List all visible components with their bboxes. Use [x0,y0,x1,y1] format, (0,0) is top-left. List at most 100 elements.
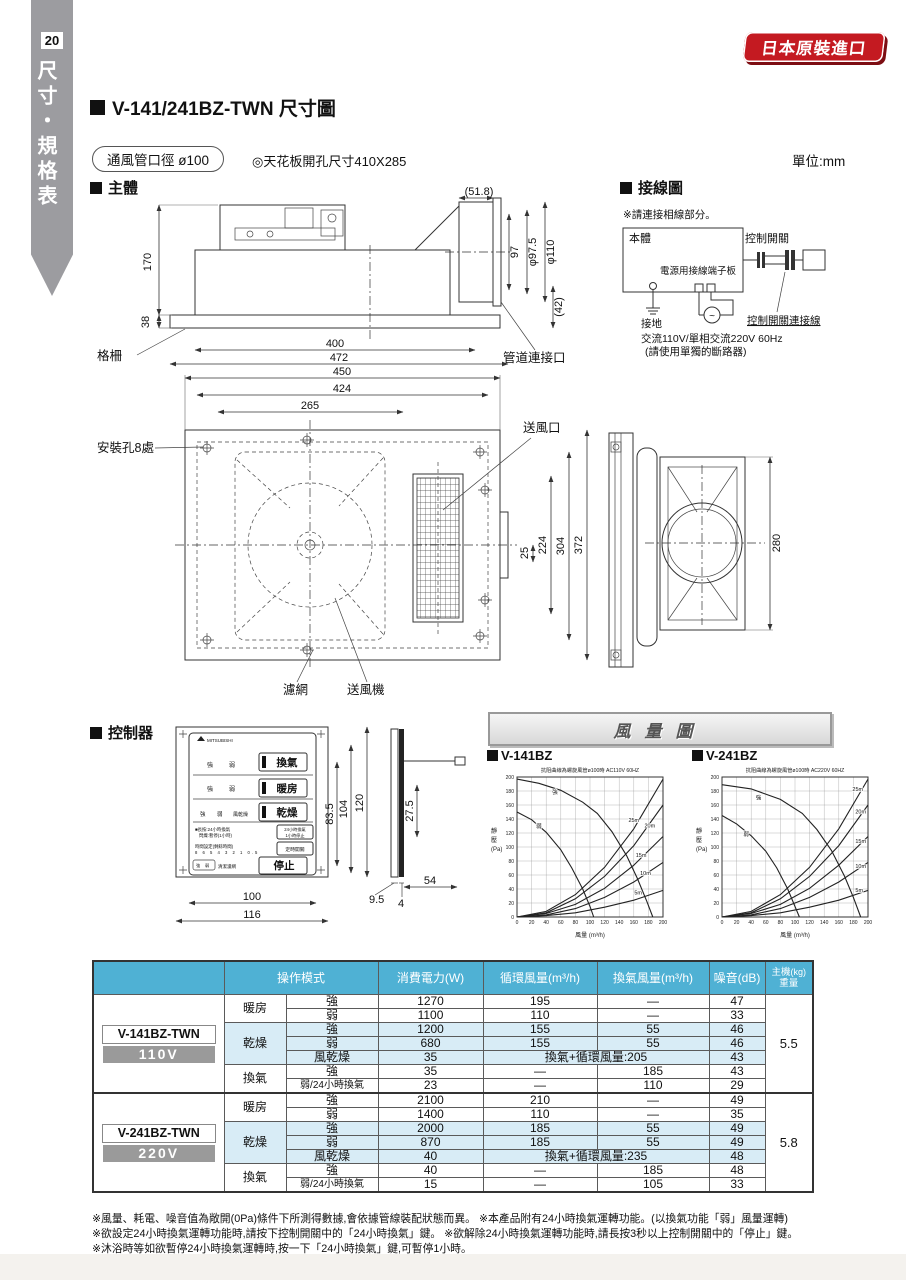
submode-cell: 強 [285,1092,379,1108]
svg-text:120: 120 [600,920,609,926]
page-title: V-141/241BZ-TWN 尺寸圖 [90,94,336,121]
svg-text:強: 強 [200,810,206,818]
svg-text:140: 140 [711,817,720,823]
weight-cell: 5.8 [764,1092,814,1193]
stop-button [258,856,308,875]
timer-scale: 8 6 5 4 3 2 1 0.5 [195,850,259,855]
svg-text:472: 472 [330,352,348,364]
svg-text:20m: 20m [645,823,656,829]
svg-text:弱: 弱 [217,811,223,818]
svg-text:靜: 靜 [491,827,497,835]
submode-cell: 弱 [285,1107,379,1122]
svg-text:20m: 20m [855,809,866,815]
submode-cell: 強 [285,1022,379,1037]
col-weight: 主機(kg)重量 [764,960,814,995]
mode-cell: 換氣 [223,1163,287,1193]
timer-label: 時間設定(剩餘時間) [195,843,234,850]
svg-text:40: 40 [543,920,549,926]
footnotes: ※風量、耗電、噪音值為敞開(0Pa)條件下所測得數據,會依據管線裝配狀態而異。 … [92,1212,887,1257]
svg-text:180: 180 [644,920,653,926]
svg-text:(42): (42) [553,297,565,317]
svg-text:φ110: φ110 [545,240,557,265]
mounting-holes-label: 安裝孔8處 [97,440,154,455]
circulation-cell: 155 [482,1022,598,1037]
heading-main-body: 主體 [90,177,138,198]
model-voltage: 110V [102,1045,215,1063]
section-marker-icon [487,750,498,761]
svg-text:抗阻曲線為螺旋風管ø100時 AC220V 60HZ: 抗阻曲線為螺旋風管ø100時 AC220V 60HZ [746,766,845,774]
svg-text:100: 100 [506,845,515,851]
svg-text:壓: 壓 [491,837,497,844]
ventilation-cell: — [596,1008,710,1023]
svg-text:116: 116 [243,909,261,921]
noise-cell: 48 [708,1149,766,1164]
ventilation-cell: — [596,1107,710,1122]
footnote-line: ※欲設定24小時換氣運轉功能時,請按下控制開關中的「24小時換氣」鍵。 ※欲解除… [92,1227,799,1240]
heat-button [258,778,308,798]
svg-text:80: 80 [778,920,784,926]
mode-cell: 暖房 [223,994,287,1023]
svg-text:強: 強 [196,862,201,869]
svg-text:400: 400 [326,338,344,350]
circulation-cell: 155 [482,1036,598,1051]
svg-text:200: 200 [659,920,668,926]
svg-text:160: 160 [630,920,639,926]
airflow-banner: 風量圖 [488,712,832,746]
submode-cell: 風乾燥 [285,1050,379,1065]
svg-text:60: 60 [713,873,719,879]
svg-text:25: 25 [519,547,531,559]
svg-text:0: 0 [511,915,514,921]
svg-text:風量 (m³/h): 風量 (m³/h) [575,932,605,939]
svg-text:160: 160 [711,803,720,809]
sidebar-ribbon: 20 尺寸・規格表 [31,0,73,296]
svg-text:5m: 5m [634,891,642,897]
svg-text:弱: 弱 [229,786,235,793]
svg-text:83.5: 83.5 [324,803,336,824]
heading-controller: 控制器 [90,722,153,743]
section-marker-icon [620,181,632,194]
svg-text:壓: 壓 [696,837,702,844]
submode-cell: 強 [285,1163,379,1178]
noise-cell: 49 [708,1092,766,1108]
power-cell: 1270 [377,994,484,1009]
submode-cell: 強 [285,1064,379,1079]
svg-text:265: 265 [301,400,319,412]
svg-text:60: 60 [558,920,564,926]
col-mode: 操作模式 [223,960,379,995]
right-side-view-drawing: 280 [608,432,783,668]
grille-label: 格柵 [97,348,123,363]
filter-label: 濾網 [283,682,308,697]
noise-cell: 46 [708,1022,766,1037]
footnote-line: ※風量、耗電、噪音值為敞開(0Pa)條件下所測得數據,會依據管線裝配狀態而異。 … [92,1213,788,1225]
section-marker-icon [90,181,102,194]
noise-cell: 29 [708,1078,766,1094]
power-cell: 1100 [377,1008,484,1023]
duct-diameter-pill: 通風管口徑 ø100 [92,146,225,172]
svg-text:140: 140 [615,920,624,926]
svg-text:弱: 弱 [536,823,542,830]
svg-text:風乾燥: 風乾燥 [233,811,248,818]
wiring-note: ※請連接相線部分。 [623,208,716,221]
svg-text:180: 180 [849,920,858,926]
svg-text:38: 38 [140,316,152,328]
plan-view-drawing: 450 424 265 25 224 304 372 安裝孔8處 送風口 濾網 … [97,366,590,697]
svg-text:0: 0 [716,915,719,921]
circulation-cell: — [482,1177,598,1193]
svg-text:180: 180 [711,789,720,795]
svg-text:5m: 5m [855,888,863,894]
col-blank [92,960,225,995]
svg-text:140: 140 [820,920,829,926]
footnote-line: ※沐浴時等如欲暫停24小時換氣運轉時,按一下「24小時換氣」鍵,可暫停1小時。 [92,1242,472,1255]
header-row: 操作模式消費電力(W)循環風量(m³/h)換氣風量(m³/h)噪音(dB)主機(… [92,960,814,995]
svg-text:180: 180 [506,789,515,795]
svg-text:54: 54 [424,875,436,887]
svg-text:200: 200 [506,775,515,781]
noise-cell: 48 [708,1163,766,1178]
mitsubishi-logo-icon [197,736,205,741]
ventilation-cell: 55 [596,1036,710,1051]
chart-heading-v241: V-241BZ [692,748,757,763]
svg-text:120: 120 [711,831,720,837]
